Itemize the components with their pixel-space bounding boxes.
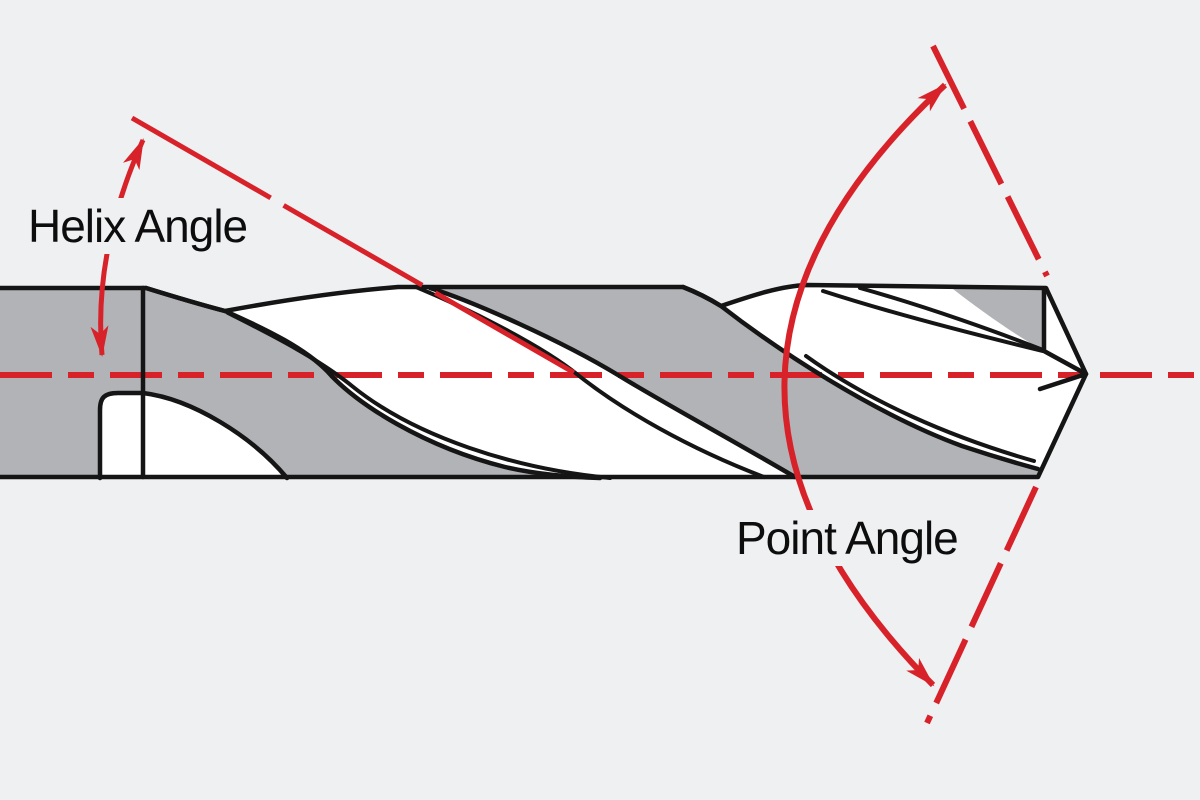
angle-annotations bbox=[90, 44, 1050, 725]
point-angle-label: Point Angle bbox=[726, 510, 968, 567]
drill-outline-linework bbox=[0, 282, 1089, 481]
flute-edge-3 bbox=[680, 284, 1041, 472]
flute-edge-2 bbox=[427, 285, 798, 480]
flute-land-line-1 bbox=[226, 311, 612, 480]
drill-bit bbox=[0, 285, 1086, 478]
drill-point-facet-gray bbox=[953, 289, 1044, 351]
point-angle-arc bbox=[781, 82, 948, 688]
point-angle-dashed-line-upper bbox=[930, 44, 1050, 278]
helix-angle-label: Helix Angle bbox=[18, 198, 258, 255]
drill-flute-band-2 bbox=[430, 287, 1038, 477]
shank-notch-edge bbox=[97, 390, 290, 481]
flute-edge-1 bbox=[143, 285, 603, 481]
point-sweep-curve-2 bbox=[858, 286, 1045, 352]
point-chisel-edges bbox=[1037, 286, 1089, 392]
drill-flute-band-1 bbox=[0, 288, 600, 478]
helix-reference-line bbox=[130, 115, 580, 378]
